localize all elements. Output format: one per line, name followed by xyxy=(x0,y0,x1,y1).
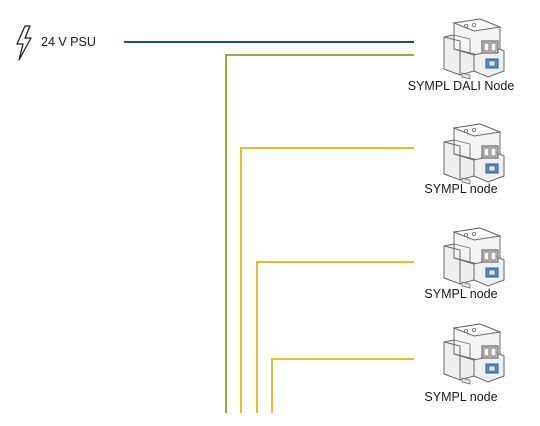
node-label-2: SYMPL node xyxy=(424,182,498,196)
node-label-4: SYMPL node xyxy=(424,390,498,404)
din-rail-module-icon xyxy=(443,123,505,185)
psu-label: 24 V PSU xyxy=(41,35,96,49)
lightning-bolt-icon xyxy=(16,25,32,61)
din-rail-module-icon xyxy=(443,18,505,80)
din-rail-module-icon xyxy=(443,227,505,289)
bus-line-dali-node xyxy=(225,54,414,413)
node-label-3: SYMPL node xyxy=(424,287,498,301)
bus-line-node-3 xyxy=(256,261,414,413)
node-label-dali: SYMPL DALI Node xyxy=(407,79,515,93)
bus-line-node-2 xyxy=(240,147,414,413)
bus-line-node-4 xyxy=(271,358,414,413)
din-rail-module-icon xyxy=(443,323,505,385)
